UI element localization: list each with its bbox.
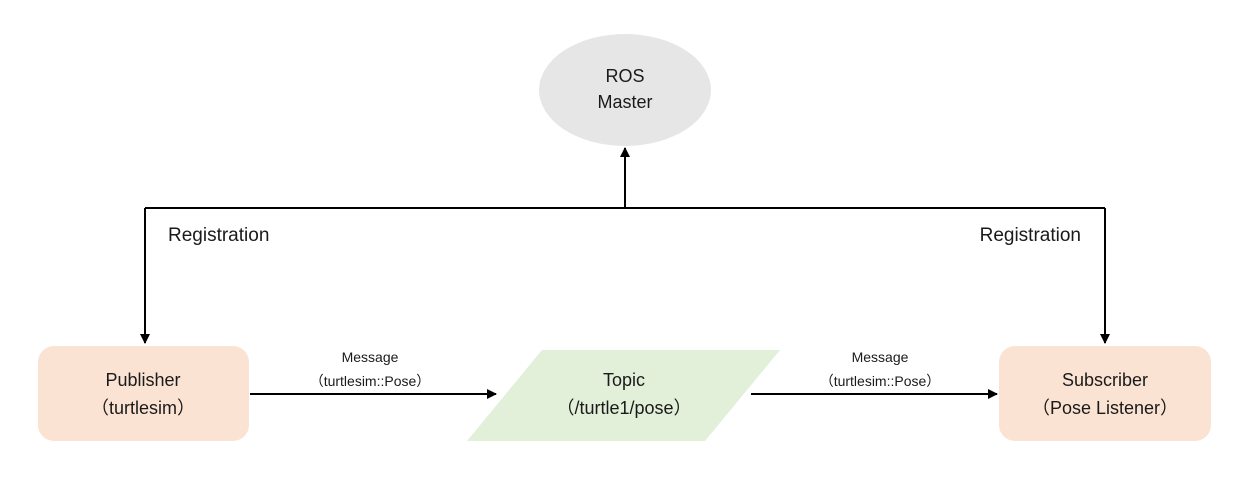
ros-master-label-line1: ROS [605, 66, 644, 86]
publisher-shape [38, 346, 249, 441]
topic-node[interactable]: Topic （/turtle1/pose） [467, 350, 780, 441]
subscriber-shape [999, 346, 1211, 441]
subscriber-label-line1: Subscriber [1062, 370, 1148, 390]
topic-label-line1: Topic [603, 370, 645, 390]
subscriber-node[interactable]: Subscriber （Pose Listener） [999, 346, 1211, 441]
publisher-label-line1: Publisher [105, 370, 180, 390]
ros-master-label-line2: Master [597, 92, 652, 112]
left-message-title: Message [342, 349, 399, 365]
registration-label-right: Registration [980, 225, 1081, 246]
topic-shape [467, 350, 780, 441]
registration-label-left: Registration [168, 225, 269, 246]
right-message-title: Message [852, 349, 909, 365]
right-message-type: （turtlesim::Pose） [820, 373, 941, 389]
left-message-type: （turtlesim::Pose） [310, 373, 431, 389]
publisher-label-line2: （turtlesim） [91, 398, 195, 418]
registration-connectors [140, 147, 1110, 344]
topic-label-line2: （/turtle1/pose） [556, 398, 691, 418]
publisher-node[interactable]: Publisher （turtlesim） [38, 346, 249, 441]
ros-master-shape [539, 34, 711, 146]
subscriber-label-line2: （Pose Listener） [1032, 398, 1178, 418]
ros-master-node[interactable]: ROS Master [539, 34, 711, 146]
